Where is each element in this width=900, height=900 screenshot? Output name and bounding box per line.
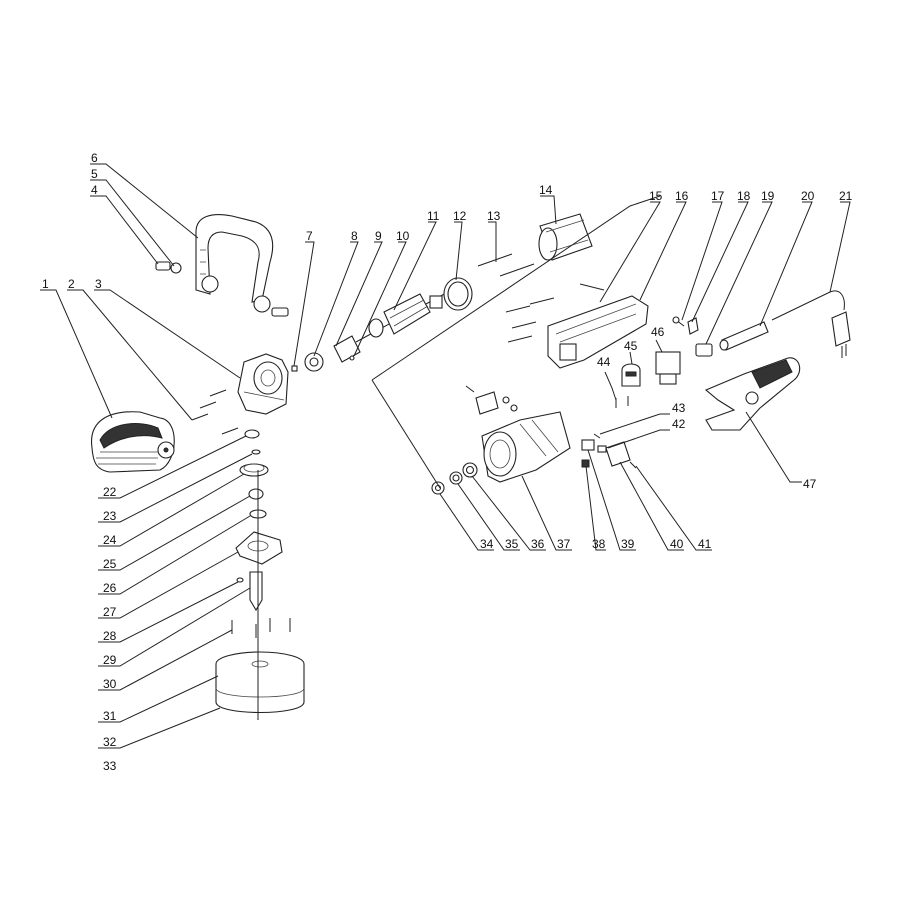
part-45-switch-cover [621,363,641,387]
part-28-key [236,577,244,583]
label-part-31: 31 [103,709,117,723]
part-11-armature [355,291,449,343]
part-4-bolt [155,261,171,271]
label-part-30: 30 [103,677,117,691]
part-6-side-handle [195,214,289,317]
label-part-10: 10 [396,229,410,243]
part-15-housing-screws [505,283,605,343]
part-44-screws [615,396,629,408]
part-43-screw [593,433,601,439]
part-brush-cover-upper [465,385,518,415]
part-41-screw [629,461,637,469]
label-part-44: 44 [597,355,611,369]
label-part-11: 11 [427,209,440,223]
part-21-power-cord [771,290,851,358]
label-part-35: 35 [505,537,519,551]
label-part-25: 25 [103,557,117,571]
part-39-brush-holder [581,439,595,451]
part-13-screws [477,253,535,277]
part-40-cover-plate [605,441,631,467]
part-46-switch [655,351,681,385]
label-part-20: 20 [801,189,815,203]
label-part-46: 46 [651,325,665,339]
label-part-40: 40 [670,537,684,551]
label-part-36: 36 [531,537,545,551]
label-part-27: 27 [103,605,117,619]
part-34-washer [431,481,445,495]
part-12-ring [443,277,473,311]
label-part-5: 5 [91,167,98,181]
label-part-19: 19 [761,189,775,203]
label-part-28: 28 [103,629,117,643]
label-part-43: 43 [672,401,686,415]
label-part-42: 42 [672,417,686,431]
assembly-bracket-line [371,195,661,489]
part-35-washer [449,471,463,485]
label-part-23: 23 [103,509,117,523]
label-part-29: 29 [103,653,117,667]
label-part-45: 45 [624,339,638,353]
part-30-31-screws [231,618,291,638]
label-part-32: 32 [103,735,117,749]
part-2-screws [191,389,239,435]
part-14-stator [538,213,593,261]
label-part-3: 3 [95,277,102,291]
label-part-39: 39 [621,537,635,551]
part-24-gear [239,463,269,477]
label-part-24: 24 [103,533,117,547]
label-part-13: 13 [487,209,501,223]
label-part-37: 37 [557,537,571,551]
label-part-7: 7 [306,229,313,243]
label-part-9: 9 [375,229,382,243]
part-29-spindle [249,571,263,612]
part-7-key [291,365,298,372]
label-part-2: 2 [68,277,75,291]
part-38-brush [581,459,590,468]
label-part-41: 41 [698,537,712,551]
label-part-15: 15 [649,189,663,203]
label-part-26: 26 [103,581,117,595]
part-32-33-polishing-pad [215,470,305,720]
part-8-bearing [304,352,324,372]
label-part-17: 17 [711,189,725,203]
part-3-gear-housing [237,353,289,415]
label-part-33: 33 [103,759,117,773]
part-9-plate [333,335,361,363]
label-part-12: 12 [453,209,467,223]
part-25-bearing [248,488,264,500]
part-number-labels: 1 2 3 4 5 6 7 8 9 10 11 12 13 14 15 16 1… [42,151,853,773]
part-1-handle-cover [91,411,175,473]
part-23-washer [251,449,261,455]
part-20-cable-sleeve [719,321,769,351]
label-part-1: 1 [42,277,49,291]
part-10-screw [349,355,355,361]
label-part-18: 18 [737,189,751,203]
part-22-nut [244,429,260,439]
part-37-brush-housing [481,411,571,483]
part-19-strain-relief [695,343,713,357]
label-part-16: 16 [675,189,689,203]
leader-lines [40,163,851,749]
part-47-rear-handle [704,357,801,431]
label-part-34: 34 [480,537,494,551]
part-36-bearing [462,462,478,478]
part-16-motor-housing [547,295,649,369]
label-part-6: 6 [91,151,98,165]
part-42-clip [597,445,607,453]
label-part-38: 38 [592,537,606,551]
label-part-21: 21 [839,189,853,203]
label-part-47: 47 [803,477,817,491]
label-part-22: 22 [103,485,117,499]
label-part-14: 14 [539,183,553,197]
part-27-bearing-plate [235,531,283,565]
label-part-8: 8 [351,229,358,243]
part-17-screw [672,316,685,327]
label-part-4: 4 [91,183,98,197]
